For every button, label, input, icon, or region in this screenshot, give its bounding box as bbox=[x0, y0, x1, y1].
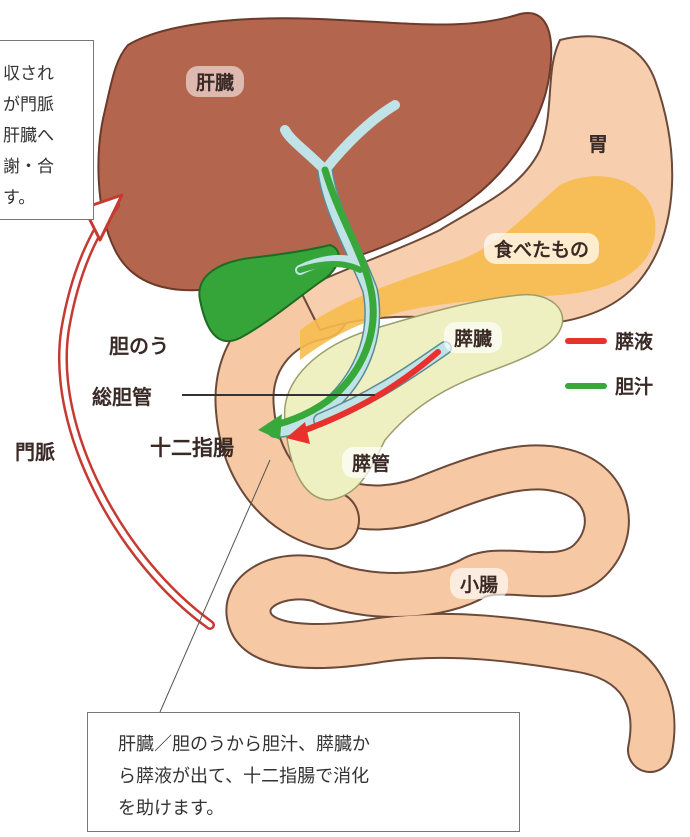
small-intestine-label: 小腸 bbox=[450, 568, 508, 599]
duodenum-label: 十二指腸 bbox=[150, 432, 234, 462]
note-bottom-line: ら膵液が出て、十二指腸で消化 bbox=[118, 761, 519, 793]
legend-pancreatic-juice: 膵液 bbox=[565, 327, 653, 354]
note-bottom: 肝臓／胆のうから胆汁、膵臓か ら膵液が出て、十二指腸で消化 を助けます。 bbox=[87, 712, 520, 832]
legend-pancreatic-juice-label: 膵液 bbox=[615, 327, 653, 354]
note-top-left: 収され が門脈 肝臓へ 謝・合 す。 bbox=[0, 40, 94, 220]
note-top-left-line: 肝臓へ bbox=[3, 121, 93, 152]
gallbladder-label: 胆のう bbox=[109, 330, 169, 359]
food-label: 食べたもの bbox=[484, 233, 599, 264]
note-top-left-line: 謝・合 bbox=[3, 152, 93, 183]
legend-red-line bbox=[565, 338, 607, 344]
note-bottom-line: を助けます。 bbox=[118, 793, 519, 825]
legend-green-line bbox=[565, 383, 607, 389]
note-top-left-line: 収され bbox=[3, 59, 93, 90]
legend-bile: 胆汁 bbox=[565, 372, 653, 399]
note-top-left-line: が門脈 bbox=[3, 90, 93, 121]
stomach-label: 胃 bbox=[588, 128, 608, 157]
pancreas-label: 膵臓 bbox=[444, 322, 502, 353]
liver-label: 肝臓 bbox=[186, 66, 244, 97]
portal-vein-label: 門脈 bbox=[15, 436, 55, 465]
pancreatic-duct-label: 膵管 bbox=[342, 447, 400, 478]
note-top-left-line: す。 bbox=[3, 183, 93, 214]
legend-bile-label: 胆汁 bbox=[615, 372, 653, 399]
common-bile-duct-label: 総胆管 bbox=[92, 381, 152, 410]
note-bottom-line: 肝臓／胆のうから胆汁、膵臓か bbox=[118, 729, 519, 761]
